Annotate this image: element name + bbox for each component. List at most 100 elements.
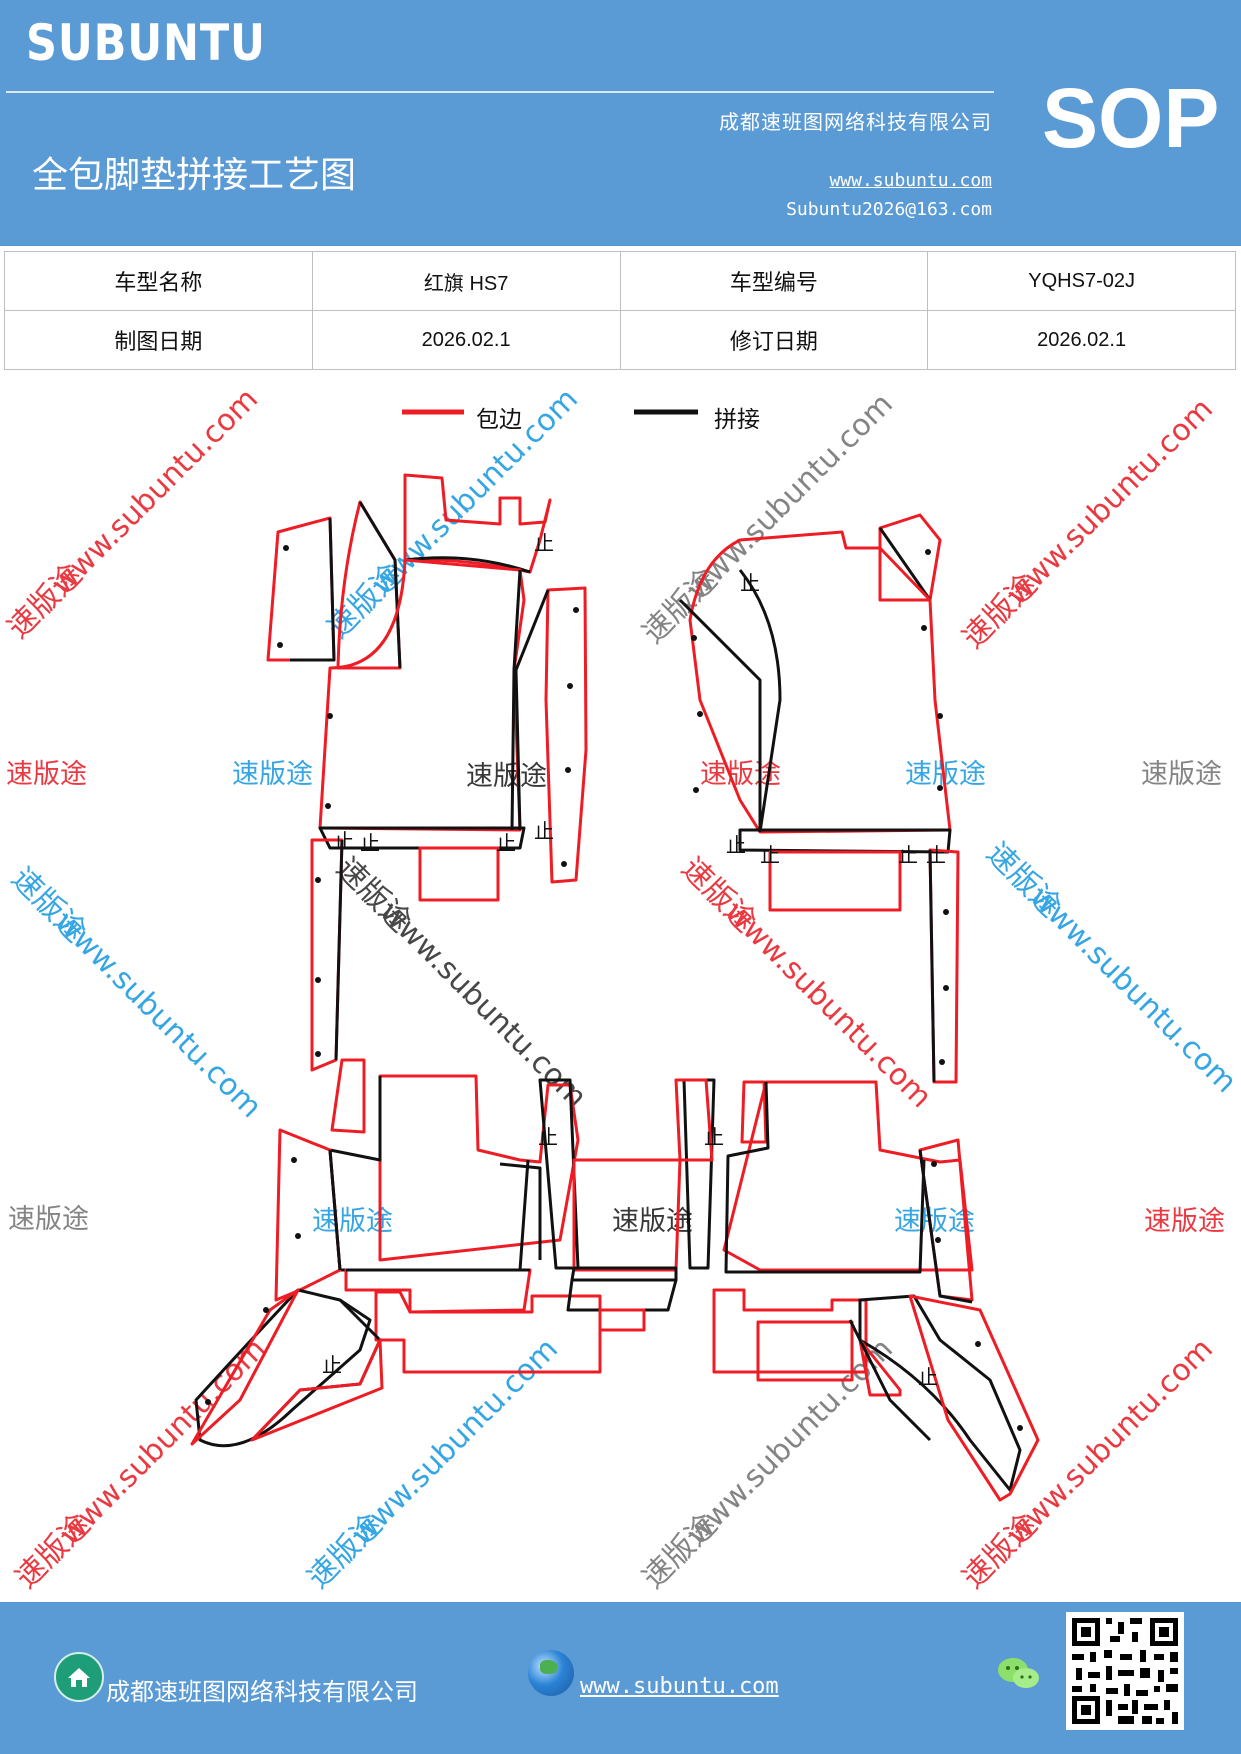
watermark: 速版途 xyxy=(8,1204,89,1235)
edge-binding xyxy=(266,516,336,662)
pin-hole xyxy=(567,683,573,689)
pin-hole xyxy=(315,1051,321,1057)
svg-text:www.subuntu.com: www.subuntu.com xyxy=(48,905,268,1125)
wechat-icon[interactable] xyxy=(996,1654,1042,1698)
edge-binding xyxy=(318,558,526,832)
edge-binding xyxy=(712,1288,868,1374)
seam xyxy=(918,1149,973,1304)
table-row: 车型名称 红旗 HS7 车型编号 YQHS7-02J xyxy=(4,251,1236,311)
pin-hole xyxy=(561,861,567,867)
edge-binding xyxy=(688,530,952,834)
front-right-mat xyxy=(678,513,960,1084)
label-model-code: 车型编号 xyxy=(619,251,929,311)
website-link[interactable]: www.subuntu.com xyxy=(829,170,992,191)
seam xyxy=(194,1288,372,1448)
rear-right-mat xyxy=(712,1080,1040,1502)
email-link[interactable]: Subuntu2026@163.com xyxy=(786,199,992,220)
pin-hole xyxy=(931,1161,937,1167)
seam xyxy=(724,1081,926,1274)
seam xyxy=(510,569,522,831)
pin-hole xyxy=(925,549,931,555)
footer-company: 成都速班图网络科技有限公司 xyxy=(106,1678,418,1706)
pin-hole xyxy=(315,877,321,883)
seam xyxy=(358,501,402,669)
legend: 包边 拼接 xyxy=(402,407,760,433)
stop-mark: 止 xyxy=(534,531,554,555)
seam xyxy=(499,1162,542,1260)
watermark: 速版途 xyxy=(612,1206,693,1237)
stop-mark: 止 xyxy=(918,1365,938,1389)
pin-holes xyxy=(205,545,1023,1431)
stop-mark: 止 xyxy=(322,1353,342,1377)
edge-binding xyxy=(598,1308,646,1332)
header-banner: SUBUNTU 成都速班图网络科技有限公司 全包脚垫拼接工艺图 www.subu… xyxy=(0,0,1241,246)
stop-mark: 止 xyxy=(534,819,554,843)
pin-hole xyxy=(939,1059,945,1065)
page-title: 全包脚垫拼接工艺图 xyxy=(32,155,357,196)
mat-pieces xyxy=(190,473,1040,1502)
stop-mark: 止 xyxy=(360,831,380,855)
pin-hole xyxy=(205,1399,211,1405)
footer-website-link[interactable]: www.subuntu.com xyxy=(580,1674,779,1699)
edge-binding xyxy=(768,850,902,912)
edge-binding xyxy=(378,1074,580,1262)
svg-text:www.subuntu.com: www.subuntu.com xyxy=(680,387,900,607)
edge-binding xyxy=(190,1288,300,1446)
seam xyxy=(738,569,782,833)
svg-text:www.subuntu.com: www.subuntu.com xyxy=(1000,392,1220,612)
header-divider xyxy=(6,91,994,93)
legend-label-binding: 包边 xyxy=(476,407,522,433)
seam xyxy=(848,1319,932,1442)
front-left-mat xyxy=(266,473,588,1072)
pin-hole xyxy=(697,711,703,717)
globe-icon-land xyxy=(540,1660,558,1674)
edge-binding xyxy=(330,1058,366,1134)
value-draw-date: 2026.02.1 xyxy=(311,310,621,370)
pin-hole xyxy=(327,713,333,719)
pin-hole xyxy=(291,1157,297,1163)
seam xyxy=(678,598,762,832)
stop-marks: 止 止 止 止 止 止 止 止 止 止 止 止 止 止 xyxy=(322,531,946,1389)
seam xyxy=(328,1076,530,1272)
sop-badge: SOP xyxy=(1042,71,1220,165)
pin-hole xyxy=(1017,1425,1023,1431)
legend-label-seam: 拼接 xyxy=(714,407,760,433)
watermark: 速版途 xyxy=(232,759,313,790)
watermark: 速版途 xyxy=(1141,759,1222,790)
pin-hole xyxy=(283,545,289,551)
stop-mark: 止 xyxy=(726,833,746,857)
pin-hole xyxy=(277,642,283,648)
qr-code[interactable] xyxy=(1066,1612,1184,1730)
edge-binding xyxy=(878,513,942,602)
edge-binding xyxy=(374,1290,602,1374)
svg-text:www.subuntu.com: www.subuntu.com xyxy=(373,895,593,1115)
stop-mark: 止 xyxy=(926,843,946,867)
pin-hole xyxy=(975,1341,981,1347)
centre-tunnel-mat xyxy=(538,1078,716,1332)
seam xyxy=(328,1149,342,1271)
pin-hole xyxy=(573,607,579,613)
brand-logo: SUBUNTU xyxy=(26,14,266,72)
pin-hole xyxy=(921,625,927,631)
edge-binding xyxy=(250,1338,384,1442)
pin-hole xyxy=(325,803,331,809)
watermark: 速版途 xyxy=(894,1206,975,1237)
label-draw-date: 制图日期 xyxy=(4,310,313,370)
watermark: 速版途 xyxy=(466,761,547,792)
value-model-code: YQHS7-02J xyxy=(927,251,1236,311)
svg-text:www.subuntu.com: www.subuntu.com xyxy=(45,382,265,602)
edge-binding xyxy=(756,1320,854,1382)
rear-left-mat xyxy=(190,1058,602,1448)
edge-binding xyxy=(740,1080,768,1144)
pin-hole xyxy=(943,909,949,915)
pin-hole xyxy=(943,985,949,991)
svg-text:www.subuntu.com: www.subuntu.com xyxy=(1023,880,1241,1100)
footer-bar: 成都速班图网络科技有限公司 www.subuntu.com xyxy=(0,1602,1241,1754)
label-model-name: 车型名称 xyxy=(4,251,313,311)
stop-mark: 止 xyxy=(496,831,516,855)
edge-binding xyxy=(908,1294,1040,1502)
table-row: 制图日期 2026.02.1 修订日期 2026.02.1 xyxy=(4,310,1236,370)
